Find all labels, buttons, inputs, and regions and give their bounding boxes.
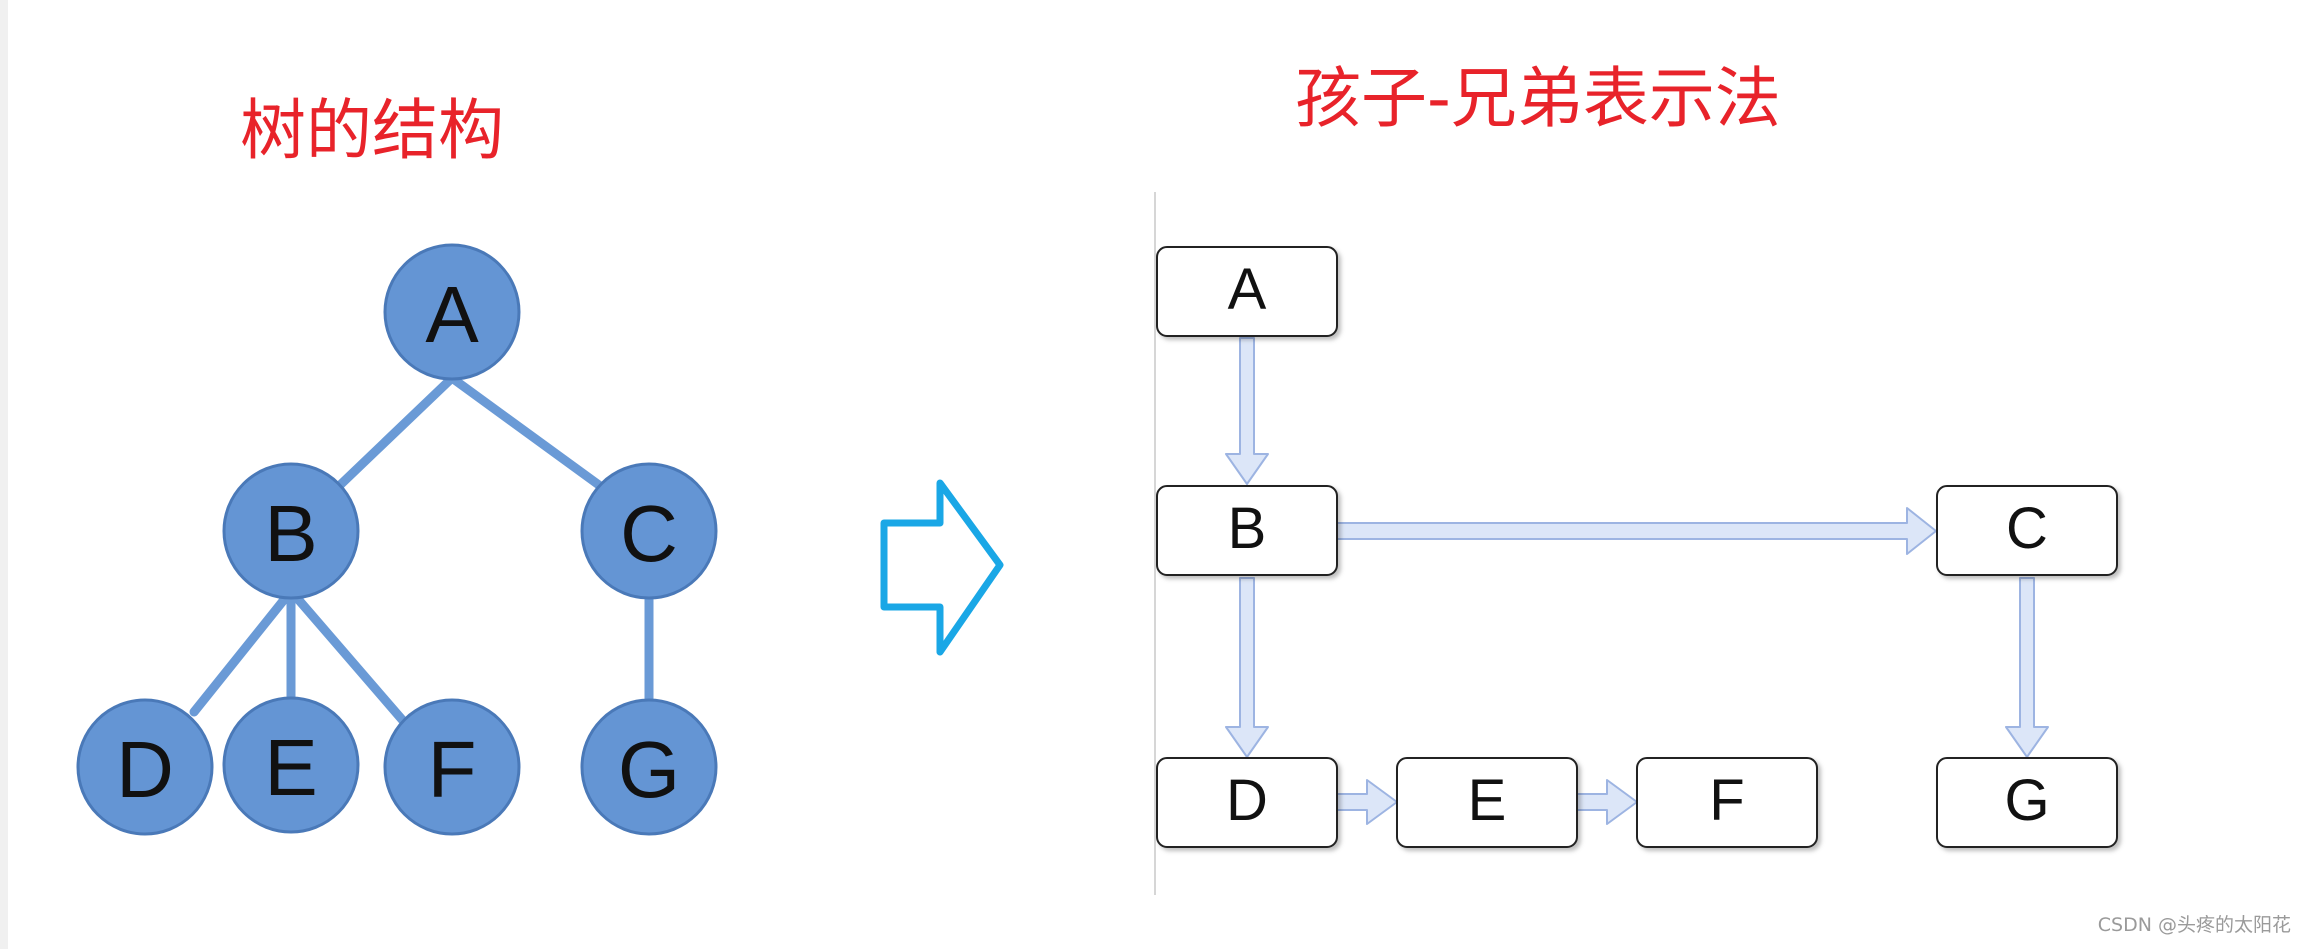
tree-edge-a-b [332, 373, 457, 493]
child-sibling-title: 孩子-兄弟表示法 [1295, 60, 1781, 137]
tree-edges [189, 373, 654, 728]
tree-node-f-label: F [428, 725, 477, 814]
tree-node-g: G [580, 698, 718, 836]
representation-links [1225, 337, 2049, 825]
rep-node-d: D [1156, 757, 1338, 848]
rep-node-b: B [1156, 485, 1338, 576]
tree-node-c-label: C [620, 489, 678, 578]
child-link-a-b [1225, 337, 1269, 485]
rep-node-e: E [1396, 757, 1578, 848]
child-link-b-d [1225, 577, 1269, 758]
tree-node-c: C [580, 462, 718, 600]
tree-node-g-label: G [618, 725, 680, 814]
tree-nodes: A B C D E F G [76, 243, 718, 836]
rep-node-a-label: A [1228, 257, 1267, 322]
child-link-c-g [2005, 577, 2049, 758]
tree-edge-b-d [189, 586, 296, 717]
sibling-link-d-e [1336, 779, 1398, 825]
tree-node-d: D [76, 698, 214, 836]
sibling-link-b-c [1336, 507, 1937, 555]
rep-node-g: G [1936, 757, 2118, 848]
tree-node-e: E [222, 696, 360, 834]
left-edge-strip [0, 0, 8, 949]
tree-node-a: A [383, 243, 521, 381]
rep-node-e-label: E [1468, 768, 1507, 833]
right-arrow-outline-icon [880, 479, 1004, 656]
tree-node-b: B [222, 462, 360, 600]
sibling-link-e-f [1576, 779, 1638, 825]
rep-node-c: C [1936, 485, 2118, 576]
tree-node-b-label: B [264, 489, 317, 578]
tree-structure-title: 树的结构 [240, 92, 504, 169]
tree-edge-b-f [286, 586, 410, 728]
rep-node-g-label: G [2004, 768, 2049, 833]
tree-node-e-label: E [264, 723, 317, 812]
rep-node-f: F [1636, 757, 1818, 848]
tree-edge-a-c [447, 373, 608, 493]
rep-node-a: A [1156, 246, 1338, 337]
tree-node-a-label: A [425, 270, 479, 359]
watermark: CSDN @头疼的太阳花 [2097, 914, 2291, 936]
rep-node-c-label: C [2006, 496, 2048, 561]
tree-node-f: F [383, 698, 521, 836]
representation-nodes: A B C D E F G [1156, 246, 2118, 848]
tree-node-d-label: D [116, 725, 174, 814]
rep-node-b-label: B [1228, 496, 1267, 561]
rep-node-f-label: F [1709, 768, 1744, 833]
rep-node-d-label: D [1226, 768, 1268, 833]
